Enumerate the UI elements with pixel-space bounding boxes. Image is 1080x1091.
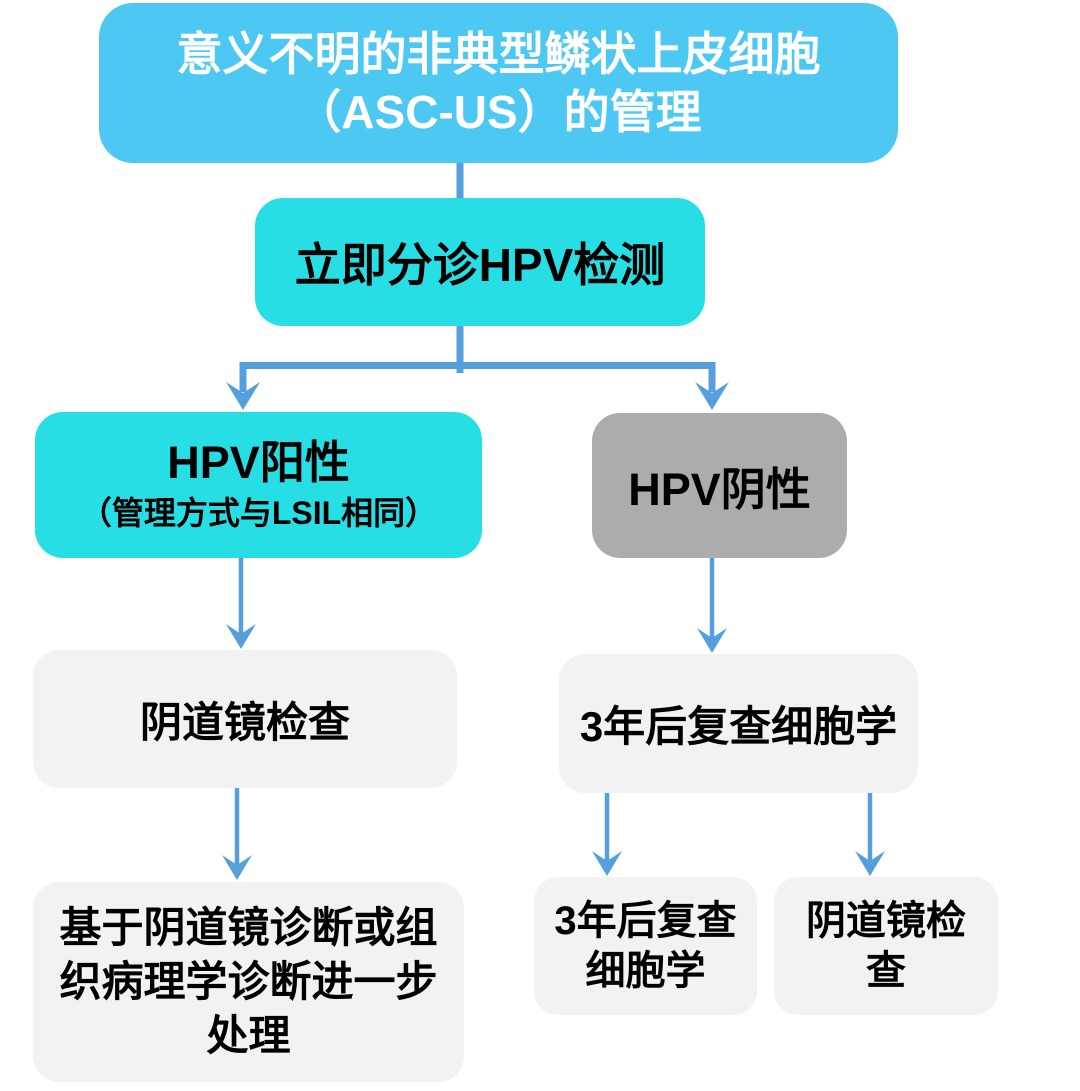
arrowhead-to-colposcopy2-icon [855,851,885,876]
node-hpv-negative: HPV阴性 [592,413,847,558]
arrowhead-to-further-icon [222,855,252,880]
arrowhead-to-colposcopy-icon [226,624,256,649]
triage-label: 立即分诊HPV检测 [294,239,666,291]
cytology-3yr-label: 3年后复查细胞学 [579,703,898,750]
title-line-2: （ASC-US）的管理 [295,86,702,138]
title-line-1: 意义不明的非典型鳞状上皮细胞 [176,28,821,80]
further-line-3: 处理 [206,1012,291,1059]
cytology-repeat-line-1: 3年后复查 [554,899,737,943]
node-title: 意义不明的非典型鳞状上皮细胞 （ASC-US）的管理 [99,3,898,163]
branch-bar [239,362,716,392]
further-line-1: 基于阴道镜诊断或组 [59,904,438,951]
arrowhead-to-hpv-positive-icon [226,382,260,410]
arrowhead-to-repeat-cytology-icon [592,851,622,876]
hpv-negative-label: HPV阴性 [628,464,811,515]
node-hpv-positive: HPV阳性 （管理方式与LSIL相同） [35,412,482,558]
colposcopy-repeat-line-1: 阴道镜检 [806,899,966,943]
arrowhead-to-hpv-negative-icon [695,382,729,410]
node-cytology-3yr: 3年后复查细胞学 [559,654,918,793]
colposcopy-label: 阴道镜检查 [139,698,350,746]
colposcopy-repeat-line-2: 查 [866,949,906,993]
cytology-repeat-line-2: 细胞学 [585,949,706,993]
further-line-2: 织病理学诊断进一步 [59,958,438,1005]
node-colposcopy-repeat: 阴道镜检 查 [774,877,998,1015]
arrowhead-to-cytology-icon [697,628,727,653]
node-further-management: 基于阴道镜诊断或组 织病理学诊断进一步 处理 [33,882,464,1082]
hpv-positive-note: （管理方式与LSIL相同） [79,495,438,531]
node-cytology-3yr-repeat: 3年后复查 细胞学 [534,877,757,1015]
hpv-positive-label: HPV阳性 [167,437,350,488]
node-triage-hpv-test: 立即分诊HPV检测 [255,198,705,326]
node-colposcopy: 阴道镜检查 [33,650,457,788]
